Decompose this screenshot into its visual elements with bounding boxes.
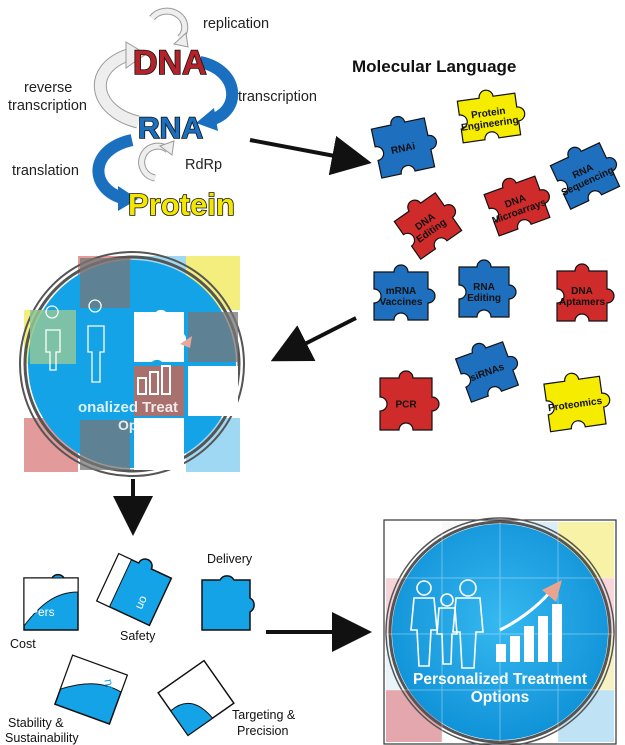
- protein-label: Protein: [128, 187, 235, 222]
- molecular-language-title: Molecular Language: [352, 57, 516, 76]
- rna-label: RNA: [138, 112, 203, 145]
- delivery-piece: [201, 575, 255, 631]
- targeting-piece: [157, 659, 235, 737]
- safety-piece: on: [95, 552, 173, 627]
- puzzle-piece-shape: [549, 142, 621, 210]
- reverse-transcription-arrow: [93, 41, 147, 129]
- dna-label: DNA: [133, 44, 207, 82]
- safety-label: Safety: [120, 629, 156, 643]
- partial-puzzle-text-1: onalized Treat: [78, 399, 178, 416]
- puzzle-piece-label: PCR: [395, 400, 417, 411]
- puzzle-piece-shape: [373, 264, 436, 321]
- puzzle-piece-label: Vaccines: [380, 297, 423, 308]
- replication-arrow: [149, 7, 189, 48]
- reverse-transcription-label-1: reverse: [24, 80, 72, 96]
- puzzle-piece-label: Protein: [471, 106, 507, 122]
- stability-label-1: Stability &: [8, 716, 64, 730]
- challenges: Pers Cost on Safety Delivery nent Stabil…: [5, 552, 296, 745]
- translation-arrow: [92, 134, 138, 211]
- transcription-arrow: [196, 56, 239, 131]
- transcription-label: transcription: [238, 89, 317, 105]
- puzzle-piece: PCR: [379, 370, 440, 431]
- puzzle-piece-shape: [543, 372, 611, 433]
- reverse-transcription-label-2: transcription: [8, 98, 87, 114]
- puzzle-piece-shape: [556, 263, 615, 322]
- puzzle-piece: siRNAs: [454, 341, 520, 403]
- cost-piece: Pers: [23, 573, 79, 631]
- partial-puzzle: onalized Treat Opti: [19, 251, 245, 477]
- stability-fragment-text: nent: [101, 678, 119, 704]
- targeting-label-1: Targeting &: [232, 708, 296, 722]
- puzzle-piece-shape: [379, 370, 440, 431]
- rdrp-label: RdRp: [185, 157, 222, 173]
- replication-label: replication: [203, 16, 269, 32]
- central-dogma: DNA RNA Protein replication transcriptio…: [8, 7, 317, 223]
- rdrp-arrow: [138, 140, 175, 182]
- puzzle-piece-label: RNA: [473, 282, 495, 293]
- molecular-language-pieces: RNAiProteinEngineeringRNASequencingDNAEd…: [370, 89, 621, 433]
- final-puzzle: Personalized Treatment Options: [383, 517, 617, 745]
- stability-piece: nent: [53, 654, 129, 725]
- safety-fragment-text: on: [133, 594, 151, 612]
- puzzle-piece-label: Editing: [467, 293, 501, 304]
- flow-arrow-1: [249, 135, 372, 176]
- partial-puzzle-text-2: Opti: [118, 417, 146, 433]
- stability-label-2: Sustainability: [5, 731, 79, 745]
- puzzle-piece-shape: [370, 115, 437, 179]
- puzzle-piece-shape: [456, 89, 526, 144]
- puzzle-piece-shape: [393, 191, 463, 261]
- delivery-label: Delivery: [207, 552, 253, 566]
- final-puzzle-text-1: Personalized Treatment: [413, 671, 587, 688]
- translation-label: translation: [12, 163, 79, 179]
- targeting-label-2: Precision: [237, 724, 288, 738]
- puzzle-piece-shape: [454, 341, 520, 403]
- puzzle-piece-shape: [483, 175, 551, 237]
- final-puzzle-text-2: Options: [471, 689, 530, 706]
- people-figures: [410, 579, 484, 669]
- puzzle-piece: RNAi: [370, 115, 437, 179]
- flow-arrow-2: [270, 316, 357, 362]
- growth-chart: [496, 580, 562, 662]
- puzzle-piece-shape: [458, 259, 517, 318]
- puzzle-piece-label: mRNA: [386, 286, 417, 297]
- cost-fragment-text: Pers: [30, 605, 55, 619]
- puzzle-piece-label: RNAi: [390, 141, 416, 157]
- puzzle-piece-label: DNA: [571, 286, 593, 297]
- puzzle-piece: Proteomics: [543, 372, 611, 433]
- puzzle-piece-label: Aptamers: [559, 297, 606, 308]
- cost-label: Cost: [10, 637, 36, 651]
